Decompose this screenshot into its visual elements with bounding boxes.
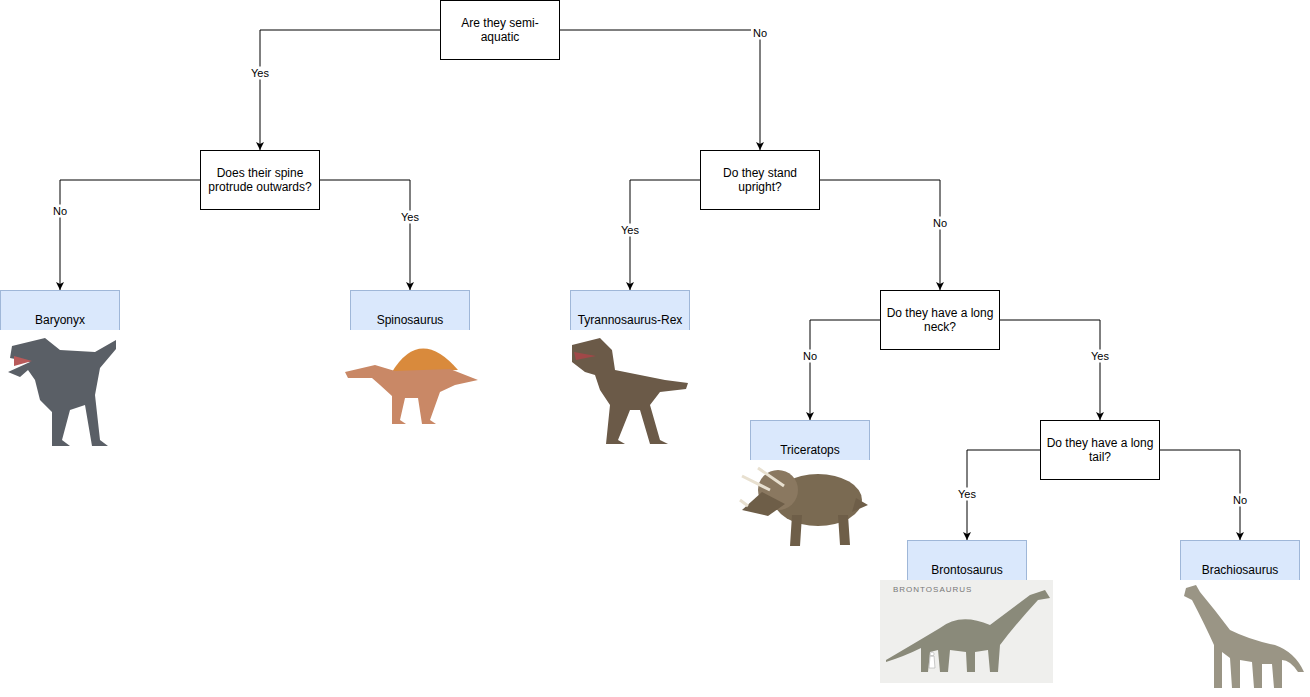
question-box: Are they semi-aquatic	[440, 0, 560, 60]
question-box: Do they stand upright?	[700, 150, 820, 210]
tyrannosaurus-figure	[572, 338, 688, 444]
answer-box: Brontosaurus	[907, 540, 1027, 580]
spinosaurus-figure	[345, 365, 478, 424]
text-group: Brachiosaurus	[1202, 563, 1279, 577]
triceratops-head	[742, 492, 785, 516]
text-group: Triceratops	[780, 443, 840, 457]
baryonyx-figure	[8, 338, 116, 446]
text-group: Baryonyx	[35, 313, 85, 327]
tyrannosaurus-mouth	[574, 352, 596, 360]
text-group: Does their spine protrude outwards?	[206, 166, 314, 194]
node-text: Do they stand upright?	[706, 166, 814, 194]
text-group: Do they have a long tail?	[1046, 436, 1154, 464]
connector-arrow	[820, 180, 940, 290]
text-group: Do they stand upright?	[706, 166, 814, 194]
brachiosaurus-figure	[1184, 585, 1304, 688]
connector-arrow	[1000, 320, 1100, 420]
text-group: Are they semi-aquatic	[446, 16, 554, 44]
brontosaurus-figure	[886, 590, 1050, 672]
node-text: Tyrannosaurus-Rex	[578, 313, 683, 327]
node-text: Brachiosaurus	[1202, 563, 1279, 577]
edge-label: No	[931, 217, 949, 230]
edge-label: No	[1231, 494, 1249, 507]
edge-label: No	[801, 350, 819, 363]
brontosaurus-photo-ground	[880, 580, 1053, 683]
triceratops-legs	[790, 498, 868, 546]
edge-label: No	[51, 205, 69, 218]
connector-arrow	[560, 30, 760, 150]
baryonyx-mouth	[14, 356, 32, 366]
edge-label: Yes	[1089, 350, 1111, 363]
edge-label: No	[751, 27, 769, 40]
connector-arrow	[1160, 450, 1240, 540]
connector-arrow	[810, 320, 880, 420]
edge-label: Yes	[619, 224, 641, 237]
connector-arrow	[60, 180, 200, 290]
answer-box: Triceratops	[750, 420, 870, 460]
triceratops-horns	[740, 468, 784, 506]
answer-box: Baryonyx	[0, 290, 120, 330]
image-caption: BRONTOSAURUS	[893, 585, 972, 595]
text-group: Spinosaurus	[377, 313, 444, 327]
edge-label: Yes	[956, 488, 978, 501]
question-box: Do they have a long tail?	[1040, 420, 1160, 480]
node-text: Triceratops	[780, 443, 840, 457]
edge-label: Yes	[249, 67, 271, 80]
node-text: Does their spine protrude outwards?	[206, 166, 314, 194]
question-box: Do they have a long neck?	[880, 290, 1000, 350]
node-text: Do they have a long neck?	[886, 306, 994, 334]
human-figure	[929, 652, 935, 668]
connector-arrow	[260, 30, 440, 150]
text-group: Do they have a long neck?	[886, 306, 994, 334]
node-text: Baryonyx	[35, 313, 85, 327]
answer-box: Tyrannosaurus-Rex	[570, 290, 690, 330]
question-box: Does their spine protrude outwards?	[200, 150, 320, 210]
text-group: Brontosaurus	[931, 563, 1002, 577]
connector-arrow	[320, 180, 410, 290]
node-text: Brontosaurus	[931, 563, 1002, 577]
answer-box: Spinosaurus	[350, 290, 470, 330]
text-group: Tyrannosaurus-Rex	[578, 313, 683, 327]
node-text: Do they have a long tail?	[1046, 436, 1154, 464]
node-text: Are they semi-aquatic	[446, 16, 554, 44]
edge-label: Yes	[399, 211, 421, 224]
spinosaurus-sail	[392, 348, 458, 372]
node-text: Spinosaurus	[377, 313, 444, 327]
answer-box: Brachiosaurus	[1180, 540, 1300, 580]
